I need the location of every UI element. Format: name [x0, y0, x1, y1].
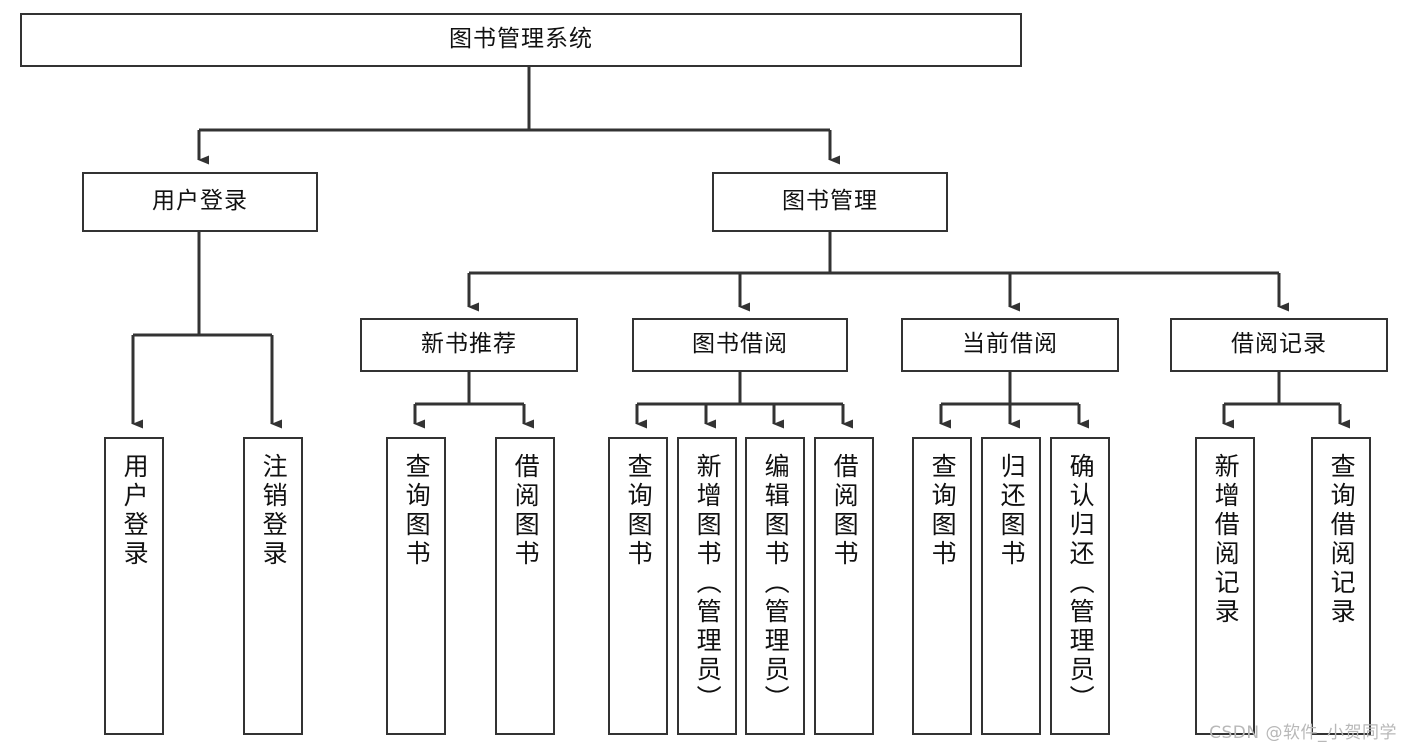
node-leaf-query-record[interactable]: 查询借阅记录	[1311, 437, 1371, 735]
node-book-management-label: 图书管理	[782, 188, 878, 215]
node-leaf-logout-login[interactable]: 注销登录	[243, 437, 303, 735]
node-leaf-edit-book[interactable]: 编辑图书（管理员）	[745, 437, 805, 735]
node-leaf-user-login[interactable]: 用户登录	[104, 437, 164, 735]
node-borrow-record[interactable]: 借阅记录	[1170, 318, 1388, 372]
node-current-borrow[interactable]: 当前借阅	[901, 318, 1119, 372]
node-leaf-query-book-2-label: 查询图书	[624, 453, 654, 569]
node-leaf-return-book-label: 归还图书	[997, 453, 1027, 569]
node-root-system-label: 图书管理系统	[449, 26, 593, 53]
node-leaf-borrow-book-1-label: 借阅图书	[511, 453, 541, 569]
node-leaf-borrow-book-1[interactable]: 借阅图书	[495, 437, 555, 735]
node-new-book-recommend-label: 新书推荐	[421, 331, 517, 358]
node-book-management[interactable]: 图书管理	[712, 172, 948, 232]
node-leaf-query-book-3[interactable]: 查询图书	[912, 437, 972, 735]
node-leaf-confirm-return-label: 确认归还（管理员）	[1066, 453, 1096, 714]
node-book-borrow-label: 图书借阅	[692, 331, 788, 358]
watermark-text: CSDN @软件_小贺同学	[1209, 723, 1397, 743]
node-leaf-borrow-book-2[interactable]: 借阅图书	[814, 437, 874, 735]
node-leaf-logout-login-label: 注销登录	[259, 453, 289, 569]
node-borrow-record-label: 借阅记录	[1231, 331, 1327, 358]
node-leaf-query-book-1[interactable]: 查询图书	[386, 437, 446, 735]
node-leaf-add-book[interactable]: 新增图书（管理员）	[677, 437, 737, 735]
node-current-borrow-label: 当前借阅	[962, 331, 1058, 358]
node-leaf-add-record[interactable]: 新增借阅记录	[1195, 437, 1255, 735]
node-leaf-return-book[interactable]: 归还图书	[981, 437, 1041, 735]
node-user-login[interactable]: 用户登录	[82, 172, 318, 232]
node-leaf-query-record-label: 查询借阅记录	[1327, 453, 1357, 627]
node-user-login-label: 用户登录	[152, 188, 248, 215]
node-book-borrow[interactable]: 图书借阅	[632, 318, 848, 372]
node-leaf-borrow-book-2-label: 借阅图书	[830, 453, 860, 569]
node-new-book-recommend[interactable]: 新书推荐	[360, 318, 578, 372]
node-leaf-add-book-label: 新增图书（管理员）	[693, 453, 723, 714]
node-leaf-query-book-3-label: 查询图书	[928, 453, 958, 569]
node-leaf-add-record-label: 新增借阅记录	[1211, 453, 1241, 627]
node-root-system[interactable]: 图书管理系统	[20, 13, 1022, 67]
node-leaf-query-book-2[interactable]: 查询图书	[608, 437, 668, 735]
node-leaf-edit-book-label: 编辑图书（管理员）	[761, 453, 791, 714]
node-leaf-query-book-1-label: 查询图书	[402, 453, 432, 569]
node-leaf-user-login-label: 用户登录	[120, 453, 150, 569]
node-leaf-confirm-return[interactable]: 确认归还（管理员）	[1050, 437, 1110, 735]
